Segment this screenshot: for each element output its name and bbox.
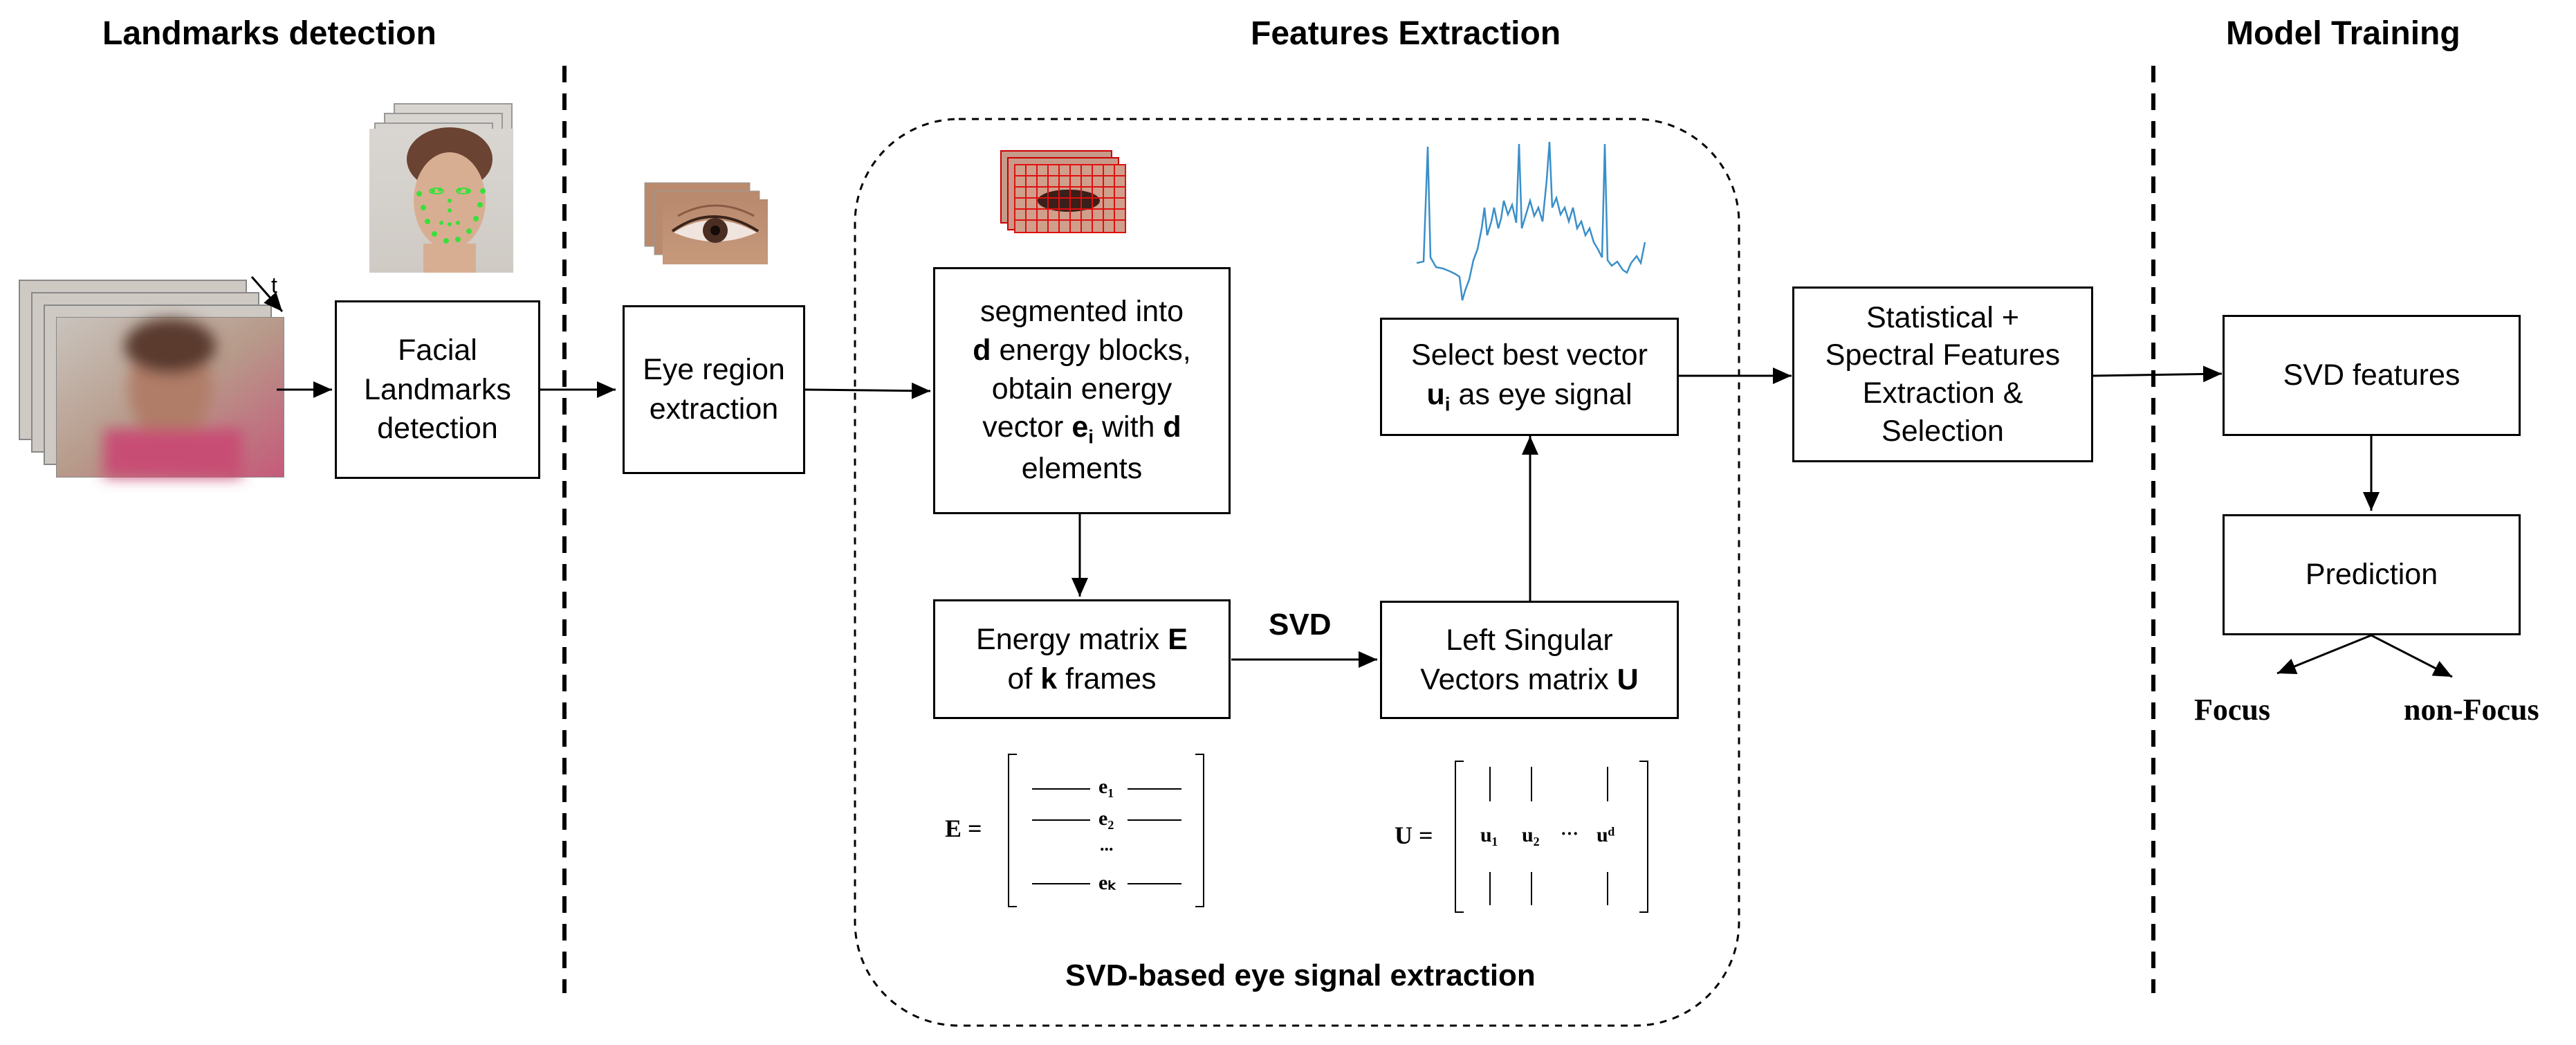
eye-signal-plot: [1416, 141, 1646, 301]
stat-line-3: Extraction &: [1862, 376, 2023, 410]
facial-line-2: Landmarks: [364, 372, 511, 406]
select-line-1: Select best vector: [1411, 338, 1648, 372]
eye-region-line-2: extraction: [649, 392, 779, 426]
matrix-u-col-4: uᵈ: [1597, 824, 1615, 846]
seg-e: e: [1071, 410, 1089, 444]
left-singular-line-1: Left Singular: [1446, 623, 1613, 657]
prediction-label: Prediction: [2305, 558, 2438, 592]
seg-line-5: elements: [1021, 452, 1143, 486]
matrix-e-row-2: e₂: [1098, 807, 1114, 830]
matrix-u-col-1: u₁: [1480, 824, 1498, 846]
eye-region-image: [644, 182, 768, 264]
seg-d-2: d: [1163, 410, 1181, 444]
energy-line-2-rest: frames: [1057, 662, 1157, 696]
seg-line-1: segmented into: [979, 294, 1184, 328]
svd-region-border: [854, 118, 1740, 1027]
seg-d-1: d: [973, 333, 991, 367]
energy-matrix-box: Energy matrix E of k frames: [933, 599, 1231, 719]
eye-region-line-1: Eye region: [643, 353, 785, 387]
matrix-u-col-2: u₂: [1522, 824, 1540, 846]
facial-line-3: detection: [377, 412, 498, 446]
energy-line-1: Energy matrix: [976, 622, 1168, 656]
select-u-sub: i: [1444, 393, 1451, 415]
section-title-features: Features Extraction: [1251, 15, 1561, 52]
arrow-statistical-to-svd-features: [2092, 365, 2223, 383]
left-singular-box: Left Singular Vectors matrix U: [1380, 601, 1679, 719]
time-label: t: [271, 273, 277, 298]
non-focus-label: non-Focus: [2404, 693, 2539, 727]
left-singular-U: U: [1617, 662, 1639, 696]
svd-features-box: SVD features: [2223, 315, 2521, 436]
stat-line-1: Statistical +: [1866, 300, 2020, 334]
seg-line-2: energy blocks,: [991, 333, 1191, 367]
svd-features-label: SVD features: [2283, 358, 2460, 392]
matrix-u-graphics: [1455, 761, 1648, 913]
matrix-u-lhs: U =: [1395, 821, 1433, 849]
matrix-e-lhs: E =: [945, 815, 982, 842]
section-title-training: Model Training: [2226, 15, 2460, 52]
statistical-box: Statistical + Spectral Features Extracti…: [1792, 287, 2093, 462]
eye-grid-image: [1000, 150, 1126, 233]
facial-landmarks-box: Facial Landmarks detection: [335, 300, 540, 479]
focus-label: Focus: [2194, 693, 2270, 727]
left-singular-line-2: Vectors matrix: [1420, 662, 1617, 696]
prediction-box: Prediction: [2223, 514, 2521, 635]
seg-line-3: obtain energy: [991, 372, 1172, 406]
seg-line-4-mid: with: [1094, 410, 1163, 444]
arrow-prediction-to-nonfocus: [2371, 634, 2453, 678]
arrow-eye-to-segment: [804, 382, 931, 399]
section-title-landmarks: Landmarks detection: [102, 15, 436, 52]
face-landmarks-image: [369, 103, 513, 273]
select-u: u: [1426, 378, 1445, 412]
energy-line-2-pre: of: [1007, 662, 1041, 696]
stat-line-4: Selection: [1882, 414, 2004, 448]
video-frames-image: [19, 280, 284, 478]
select-vector-box: Select best vector ui as eye signal: [1380, 318, 1679, 436]
select-line-2: as eye signal: [1450, 378, 1632, 412]
svd-region-label: SVD-based eye signal extraction: [1065, 958, 1536, 992]
svd-arrow-label: SVD: [1269, 608, 1332, 642]
matrix-u-col-3: ···: [1561, 824, 1579, 844]
eye-region-box: Eye region extraction: [623, 305, 805, 474]
matrix-e-graphics: [1008, 754, 1204, 907]
matrix-e-row-3: ...: [1100, 835, 1114, 855]
energy-E: E: [1168, 622, 1188, 656]
matrix-e-row-4: eₖ: [1098, 871, 1117, 894]
time-arrow: [250, 276, 284, 312]
seg-e-sub: i: [1088, 426, 1094, 448]
segmented-box: segmented into d energy blocks, obtain e…: [933, 267, 1231, 514]
facial-line-1: Facial: [398, 333, 477, 367]
arrow-prediction-to-focus: [2276, 634, 2372, 675]
matrix-e-row-1: e₁: [1098, 775, 1114, 798]
stat-line-2: Spectral Features: [1825, 338, 2061, 372]
seg-line-4-pre: vector: [982, 410, 1072, 444]
energy-k: k: [1040, 662, 1058, 696]
